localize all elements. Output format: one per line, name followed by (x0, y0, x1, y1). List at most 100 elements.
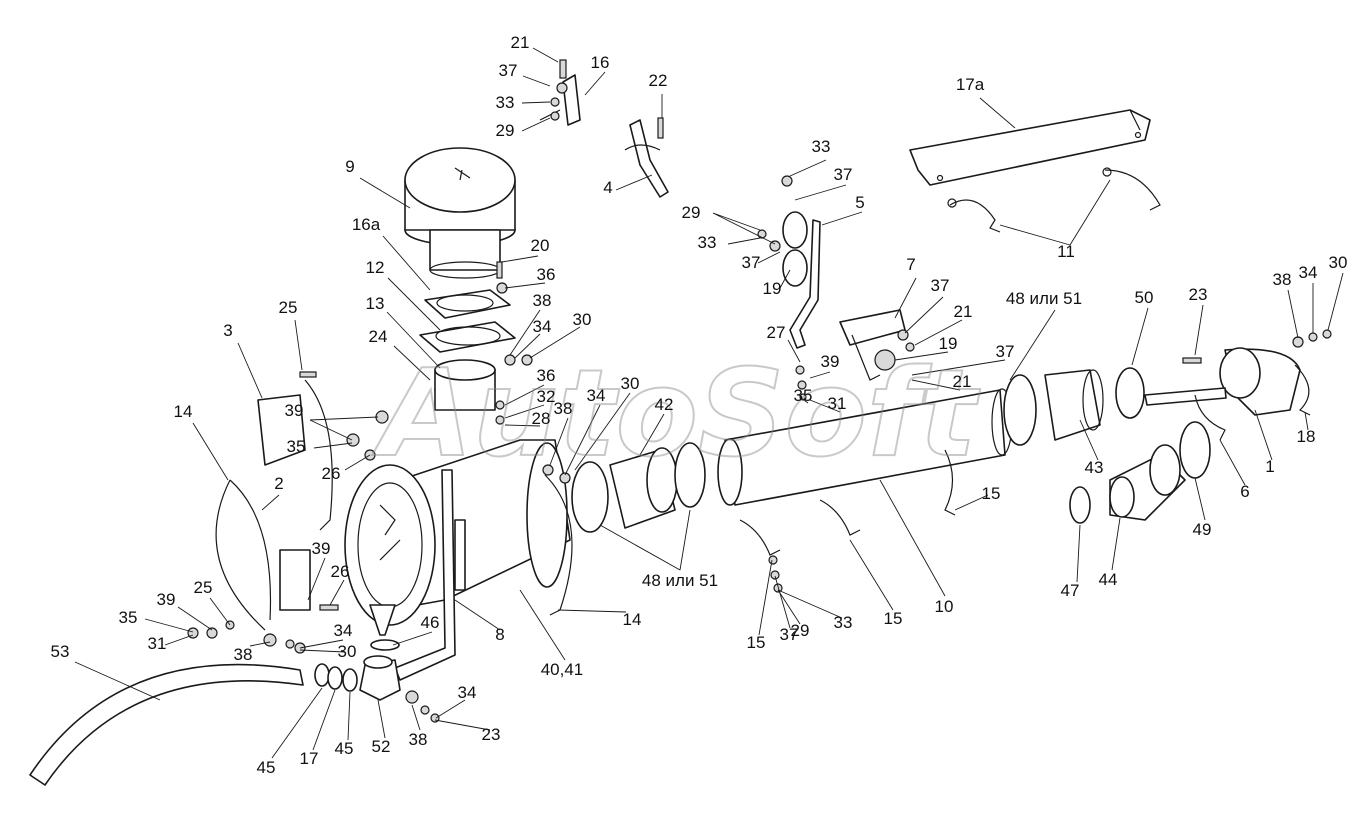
callout-c-2: 2 (274, 474, 283, 493)
callout-c-31-b: 31 (148, 634, 167, 653)
callout-c-39-b: 39 (312, 539, 331, 558)
callout-c-50: 50 (1135, 288, 1154, 307)
callout-c-3: 3 (223, 321, 232, 340)
callout-c-37-mid: 37 (834, 165, 853, 184)
elbow-52 (359, 655, 401, 701)
callout-c-17a: 17а (956, 75, 985, 94)
callout-c-37-top: 37 (499, 61, 518, 80)
leader-lines (74, 47, 1344, 759)
bracket-3 (257, 394, 306, 466)
callout-c-43: 43 (1085, 458, 1104, 477)
sleeves-48-51-42 (571, 442, 706, 533)
strap-2 (215, 479, 311, 631)
filter-cap-9 (404, 147, 516, 279)
callout-c-16a: 16а (352, 215, 381, 234)
callout-c-28: 28 (532, 409, 551, 428)
callout-c-26-b: 26 (331, 562, 350, 581)
callout-c-16: 16 (591, 53, 610, 72)
sleeve-43 (1003, 369, 1104, 446)
callout-c-6: 6 (1240, 482, 1249, 501)
callout-c-49: 49 (1193, 520, 1212, 539)
callout-c-44: 44 (1099, 570, 1118, 589)
callout-c-32: 32 (537, 387, 556, 406)
callout-c-36-mid: 36 (537, 366, 556, 385)
bracket-16 (539, 74, 581, 126)
callout-c-35-b: 35 (119, 608, 138, 627)
callout-c-38-r: 38 (1273, 270, 1292, 289)
callout-c-22: 22 (649, 71, 668, 90)
callout-c-37-r2: 37 (996, 342, 1015, 361)
callout-c-45-a: 45 (257, 758, 276, 777)
elbow-1 (1144, 347, 1301, 416)
callout-c-26-top: 26 (322, 464, 341, 483)
callout-c-31-mid: 31 (828, 394, 847, 413)
clamp-49 (1179, 421, 1211, 479)
callout-c-37-r: 37 (931, 276, 950, 295)
callout-c-40-41: 40,41 (541, 660, 584, 679)
callout-c-23-r: 23 (1189, 285, 1208, 304)
callout-c-30-b: 30 (338, 642, 357, 661)
callout-c-38-b: 38 (234, 645, 253, 664)
callout-c-34-top: 34 (533, 317, 552, 336)
callout-c-39-l: 39 (285, 401, 304, 420)
callout-c-34-mid: 34 (587, 386, 606, 405)
elbow-44 (1109, 444, 1186, 521)
callout-c-30-r: 30 (1329, 253, 1348, 272)
callout-c-48-51-b: 48 или 51 (642, 571, 718, 590)
callout-c-24: 24 (369, 327, 388, 346)
callout-c-34-r: 34 (1299, 263, 1318, 282)
callout-c-1: 1 (1265, 457, 1274, 476)
callout-c-18: 18 (1297, 427, 1316, 446)
callout-c-29-mid: 29 (682, 203, 701, 222)
callout-c-20: 20 (531, 236, 550, 255)
callout-c-35-l: 35 (287, 437, 306, 456)
callout-c-25-b: 25 (194, 578, 213, 597)
callout-c-5: 5 (855, 193, 864, 212)
callout-c-37-b: 37 (780, 625, 799, 644)
callout-c-30-top: 30 (573, 310, 592, 329)
callout-c-25-top: 25 (279, 298, 298, 317)
clamp-6 (1194, 394, 1226, 441)
adapter-13-24 (434, 359, 496, 411)
clamp-18 (1294, 364, 1311, 416)
clamp-47 (1069, 486, 1091, 524)
callout-c-30-mid: 30 (621, 374, 640, 393)
callout-c-15-b2: 15 (884, 609, 903, 628)
callout-c-38-mid: 38 (554, 399, 573, 418)
bracket-5 (782, 211, 821, 349)
callout-c-21-top: 21 (511, 33, 530, 52)
callout-c-34-b: 34 (334, 621, 353, 640)
callout-c-8: 8 (495, 625, 504, 644)
watermark-text: AutoSoft (372, 345, 981, 484)
callout-c-46: 46 (421, 613, 440, 632)
callout-c-14-b: 14 (623, 610, 642, 629)
bracket-4 (624, 119, 669, 198)
callout-c-52: 52 (372, 737, 391, 756)
callout-c-7: 7 (906, 255, 915, 274)
callout-c-4: 4 (603, 178, 612, 197)
callout-c-45-b: 45 (335, 739, 354, 758)
callout-c-19-r: 19 (939, 334, 958, 353)
callout-c-14-l: 14 (174, 402, 193, 421)
callout-c-35-mid: 35 (794, 386, 813, 405)
callout-c-21-r2: 21 (953, 372, 972, 391)
intake-cover-17a (909, 109, 1151, 186)
callout-c-19-top: 19 (763, 279, 782, 298)
clamps-11 (947, 167, 1161, 233)
clamp-50 (1115, 367, 1145, 419)
callout-c-21-r: 21 (954, 302, 973, 321)
callout-c-34-bb: 34 (458, 683, 477, 702)
callout-c-15-b: 15 (747, 633, 766, 652)
callout-c-13: 13 (366, 294, 385, 313)
callout-c-11: 11 (1057, 242, 1075, 261)
callout-c-10: 10 (935, 597, 954, 616)
callout-c-39-bl: 39 (157, 590, 176, 609)
callout-c-47: 47 (1061, 581, 1080, 600)
couplings-45-17 (314, 663, 358, 692)
callout-c-15-r: 15 (982, 484, 1001, 503)
gaskets-16a-12 (419, 289, 516, 353)
callout-c-36-top: 36 (537, 265, 556, 284)
strap-14-left (304, 379, 333, 531)
callout-c-33-mid: 33 (812, 137, 831, 156)
